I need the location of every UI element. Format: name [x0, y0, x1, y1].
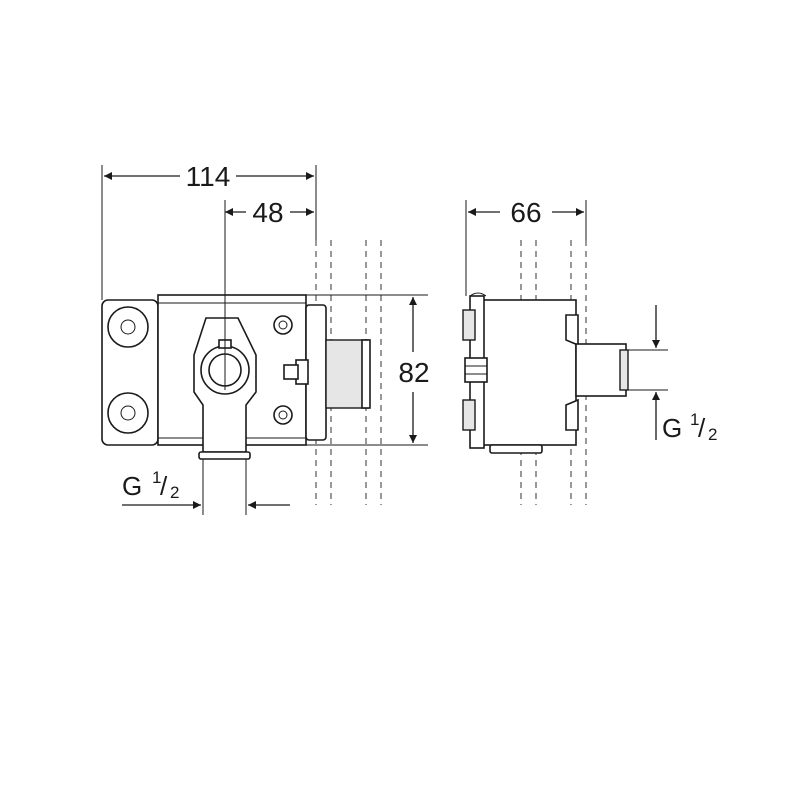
dimension-114-label: 114 — [186, 161, 231, 192]
dimension-82-label: 82 — [398, 357, 429, 388]
front-view: 114 48 82 G 1 / 2 — [101, 161, 430, 515]
thread-front-numerator: 1 — [152, 468, 161, 487]
side-outlet — [575, 343, 629, 397]
side-clamps — [565, 314, 579, 431]
thread-side-denominator: 2 — [708, 425, 717, 444]
dimension-114: 114 — [101, 161, 317, 300]
thread-side-numerator: 1 — [690, 410, 699, 429]
svg-text:/: / — [160, 471, 168, 501]
mounting-plate — [101, 299, 159, 446]
thread-side-callout: G 1 / 2 — [626, 305, 717, 444]
dimension-82: 82 — [306, 294, 430, 446]
dimension-48-label: 48 — [252, 197, 283, 228]
dimension-66: 66 — [465, 197, 587, 296]
housing-screws — [273, 315, 293, 425]
svg-text:/: / — [698, 413, 706, 443]
side-foot — [489, 444, 543, 454]
thread-front-denominator: 2 — [170, 483, 179, 502]
side-left-rail — [462, 292, 488, 449]
thread-side-base: G — [662, 413, 682, 443]
side-housing — [480, 299, 577, 446]
side-bracket — [283, 304, 371, 441]
dimension-48: 48 — [224, 197, 314, 390]
side-view: 66 G 1 / 2 — [462, 197, 717, 505]
thread-front-base: G — [122, 471, 142, 501]
thread-front-callout: G 1 / 2 — [122, 459, 290, 515]
dimension-66-label: 66 — [510, 197, 541, 228]
